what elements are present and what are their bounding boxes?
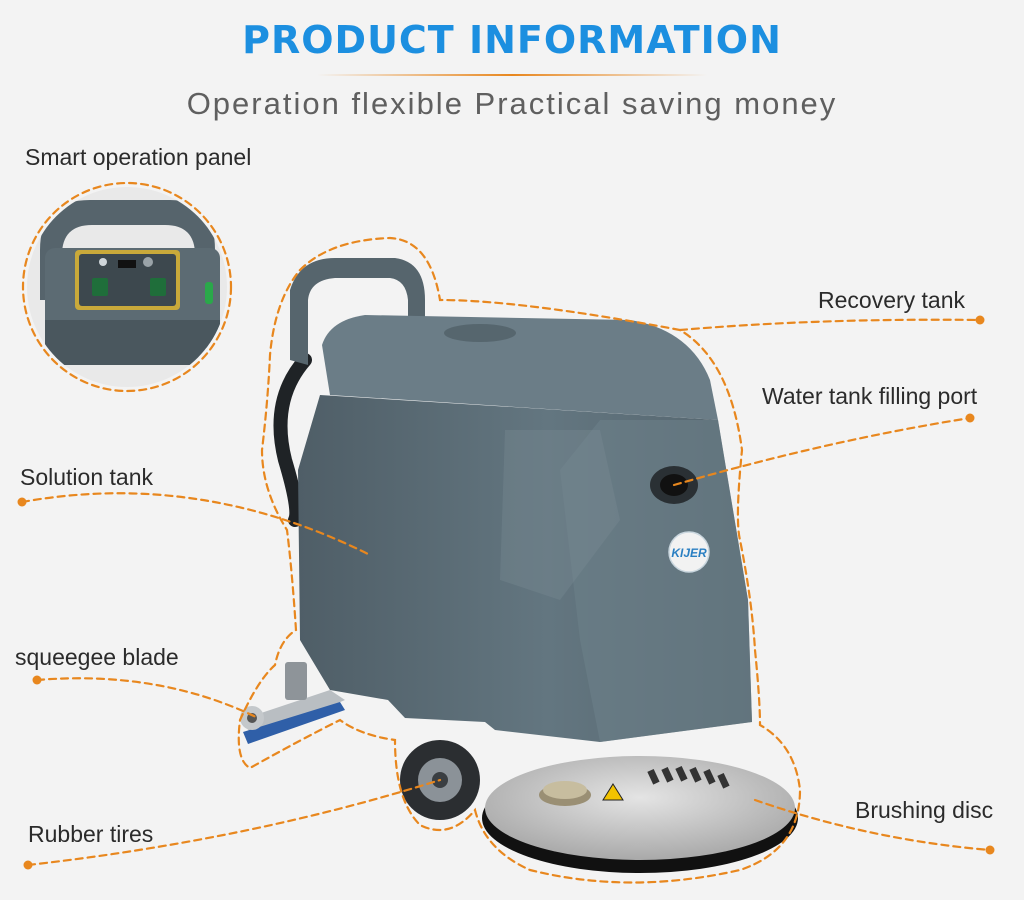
- label-smart-operation-panel: Smart operation panel: [25, 144, 252, 170]
- brand-logo: KIJER: [668, 531, 710, 573]
- title-underline: [317, 74, 707, 76]
- label-rubber-tires: Rubber tires: [28, 821, 154, 847]
- control-panel-inset: [27, 187, 227, 387]
- label-recovery-tank: Recovery tank: [818, 287, 966, 313]
- recovery-tank-dot: [975, 315, 985, 325]
- brand-logo-text: KIJER: [671, 546, 707, 560]
- label-water-tank-filling-port: Water tank filling port: [762, 383, 978, 409]
- brushing-disc-leader: [753, 798, 992, 852]
- squeegee-leader: [35, 677, 260, 720]
- label-squeegee-blade: squeegee blade: [15, 644, 179, 670]
- machine-outline: [237, 236, 802, 884]
- solution-tank-leader: [20, 492, 372, 557]
- recovery-tank-leader: [678, 318, 982, 332]
- page-subtitle: Operation flexible Practical saving mone…: [186, 86, 838, 121]
- floor-scrubber: [240, 258, 798, 873]
- filling-port-leader: [672, 416, 972, 487]
- solution-tank-dot: [17, 497, 27, 507]
- brushing-disc-dot: [985, 845, 995, 855]
- label-brushing-disc: Brushing disc: [855, 797, 994, 823]
- rubber-tires-leader: [26, 778, 442, 867]
- panel-callout-circle: [21, 181, 233, 393]
- label-solution-tank: Solution tank: [20, 464, 153, 490]
- filling-port-dot: [965, 413, 975, 423]
- rubber-tires-dot: [23, 860, 33, 870]
- page-title: PRODUCT INFORMATION: [242, 18, 782, 62]
- squeegee-dot: [32, 675, 42, 685]
